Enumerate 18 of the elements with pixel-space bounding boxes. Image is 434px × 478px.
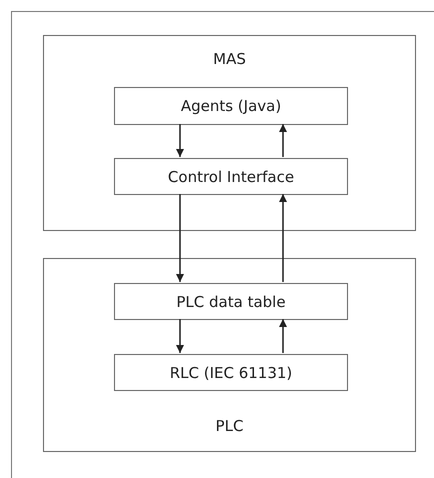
box-label: RLC (IEC 61131) [170,364,292,382]
process-box [114,354,348,391]
arrow [279,194,287,282]
box-label: Control Interface [168,168,294,186]
process-box [114,283,348,320]
arrow [176,124,184,157]
arrow [279,319,287,353]
group-label: MAS [213,50,246,68]
group-box [43,35,416,231]
group-label: PLC [216,417,244,435]
arrow [279,124,287,157]
box-label: Agents (Java) [180,97,282,115]
arrow [176,194,184,282]
process-box [114,158,348,195]
group-box [43,258,416,452]
arrow [176,319,184,353]
box-label: PLC data table [176,292,286,310]
process-box [114,87,348,125]
